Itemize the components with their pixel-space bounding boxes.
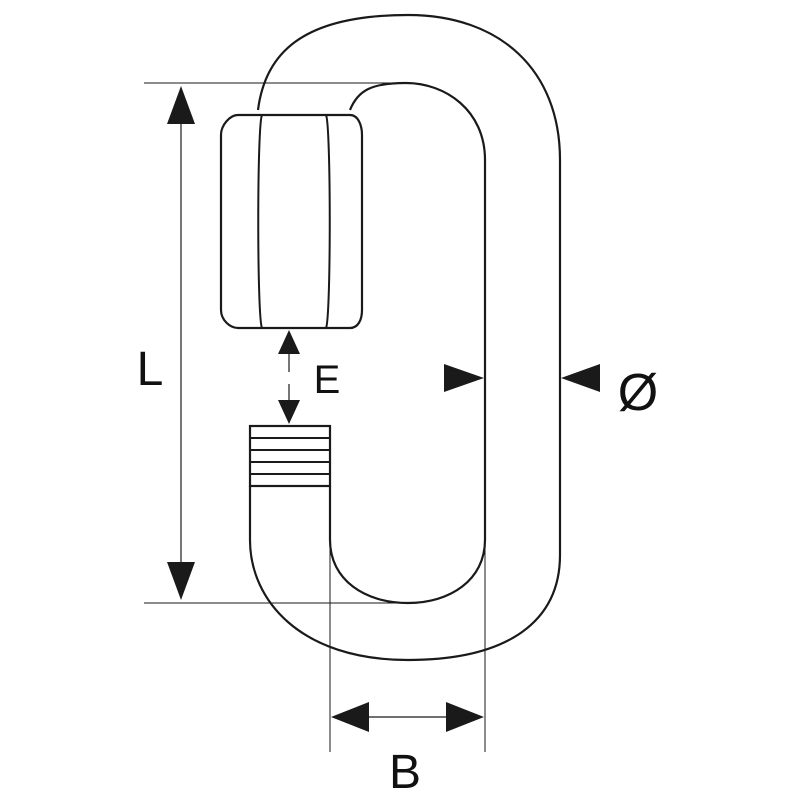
- arrow-up-icon: [278, 330, 300, 354]
- dimension-length: [144, 82, 400, 604]
- arrow-right-icon: [446, 702, 484, 732]
- threaded-end: [248, 424, 332, 488]
- arrow-left-icon: [561, 364, 600, 392]
- dimension-gap: [278, 330, 300, 424]
- arrow-up-icon: [167, 86, 195, 124]
- hex-nut: [219, 113, 364, 330]
- dimension-width: [329, 540, 486, 752]
- arrow-down-icon: [167, 562, 195, 600]
- dimension-diameter: [444, 364, 600, 392]
- label-gap: E: [314, 358, 341, 402]
- arrow-down-icon: [278, 400, 300, 424]
- label-length: L: [137, 343, 164, 396]
- label-diameter: Ø: [618, 364, 658, 422]
- label-width: B: [389, 746, 421, 799]
- arrow-left-icon: [331, 702, 369, 732]
- link-outer-contour: [248, 13, 562, 662]
- arrow-right-icon: [444, 364, 484, 392]
